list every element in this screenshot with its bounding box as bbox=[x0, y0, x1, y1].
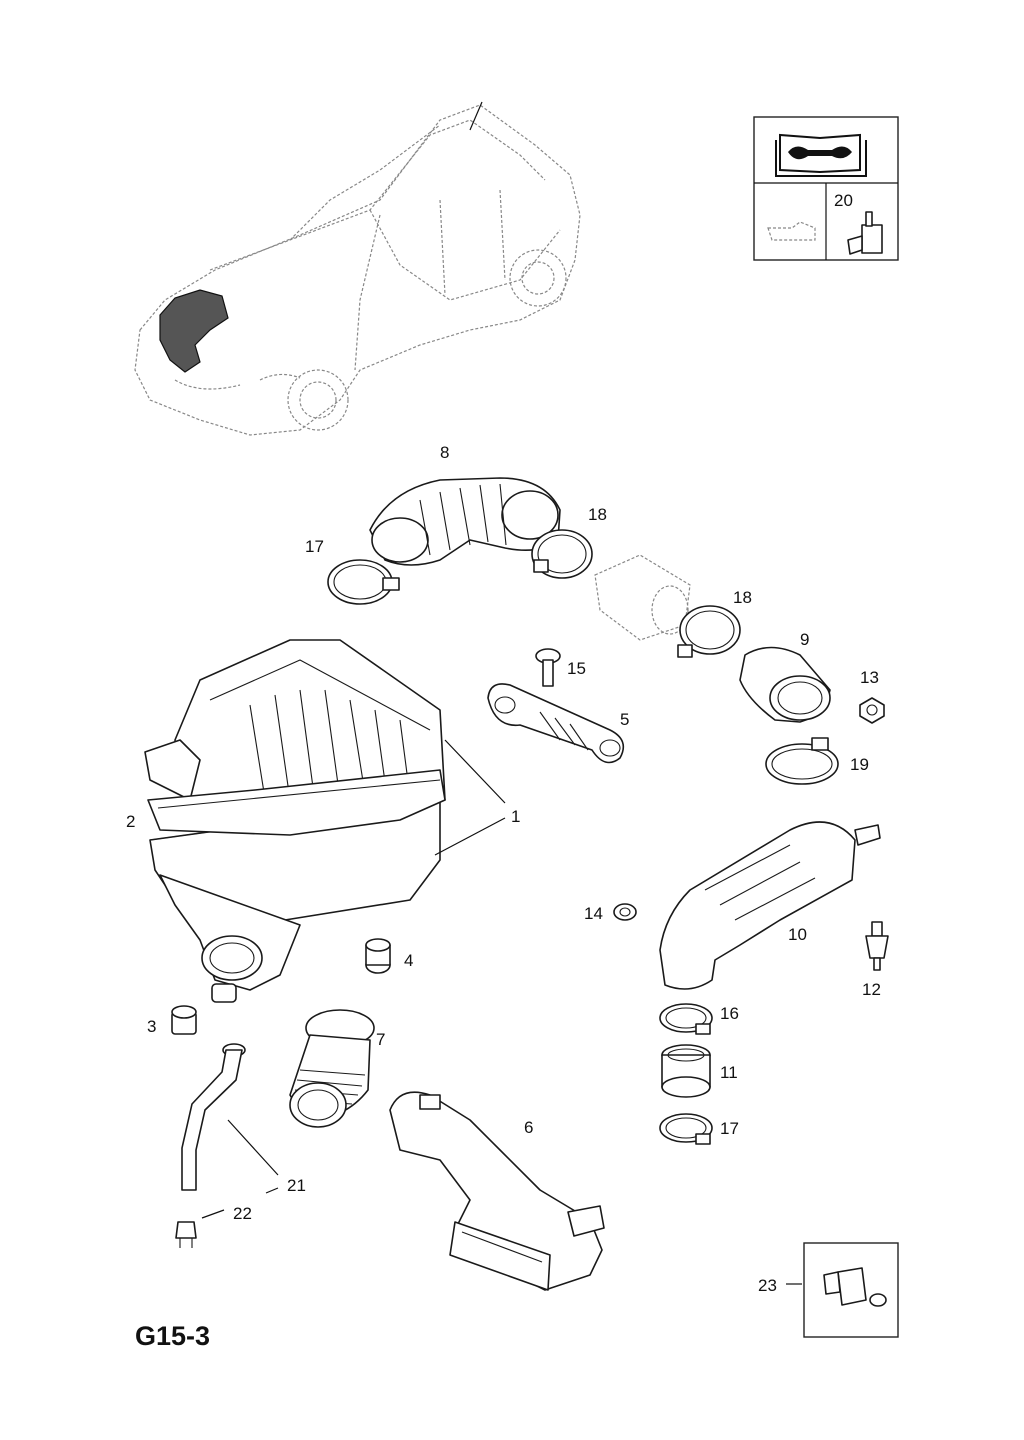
label-part-10: 10 bbox=[788, 925, 807, 944]
part-18-clamp-lower bbox=[677, 605, 741, 658]
diagram-code: G15-3 bbox=[135, 1321, 210, 1351]
part-10-duct bbox=[659, 821, 881, 990]
part-7-hose bbox=[289, 1009, 375, 1128]
label-part-6: 6 bbox=[524, 1118, 533, 1137]
part-11-sleeve bbox=[661, 1044, 711, 1098]
label-part-8: 8 bbox=[440, 443, 449, 462]
part-labels: 8 17 18 18 9 15 13 5 19 1 2 14 10 4 12 1… bbox=[126, 443, 881, 1295]
label-part-21: 21 bbox=[287, 1176, 306, 1195]
label-part-3: 3 bbox=[147, 1017, 156, 1036]
label-part-18-lower: 18 bbox=[733, 588, 752, 607]
part-4-grommet bbox=[365, 938, 391, 974]
part-6-intake-snorkel bbox=[389, 1091, 605, 1291]
part-5-bracket bbox=[487, 683, 625, 764]
sensor-part-icon bbox=[847, 211, 883, 255]
part-15-bolt bbox=[535, 648, 561, 687]
part-13-nut bbox=[859, 697, 885, 724]
icon-box-part-label: 20 bbox=[834, 191, 853, 210]
hatchback-car-icon bbox=[134, 101, 581, 436]
leader-lines bbox=[201, 739, 506, 1219]
label-part-16: 16 bbox=[720, 1004, 739, 1023]
part-21-breather-hose bbox=[181, 1043, 246, 1191]
icon-box: 20 bbox=[753, 116, 899, 261]
label-part-22: 22 bbox=[233, 1204, 252, 1223]
mass-air-flow-sensor bbox=[594, 554, 691, 641]
label-part-15: 15 bbox=[567, 659, 586, 678]
part-19-clamp bbox=[765, 737, 839, 785]
part-16-clamp bbox=[659, 1003, 713, 1035]
label-part-11: 11 bbox=[720, 1063, 738, 1082]
label-part-17-lower: 17 bbox=[720, 1119, 739, 1138]
label-part-5: 5 bbox=[620, 710, 629, 729]
label-part-19: 19 bbox=[850, 755, 869, 774]
part-2-filter-element bbox=[147, 769, 446, 836]
manual-book-wrench-icon bbox=[775, 133, 867, 177]
part-3-grommet bbox=[171, 1005, 197, 1035]
part-17-clamp-lower bbox=[659, 1113, 713, 1145]
label-part-4: 4 bbox=[404, 951, 413, 970]
part-17-clamp-upper bbox=[327, 559, 400, 605]
label-part-23: 23 bbox=[758, 1276, 777, 1295]
clip-icon bbox=[823, 1267, 887, 1307]
label-part-7: 7 bbox=[376, 1030, 385, 1049]
part-18-clamp-upper bbox=[531, 529, 593, 579]
part-8-intake-hose bbox=[369, 477, 561, 566]
label-part-18-upper: 18 bbox=[588, 505, 607, 524]
label-part-9: 9 bbox=[800, 630, 809, 649]
part-22-clip bbox=[175, 1221, 197, 1248]
detail-box-23 bbox=[786, 1242, 899, 1338]
oil-can-icon bbox=[767, 221, 816, 241]
label-part-1: 1 bbox=[511, 807, 520, 826]
part-12-sensor bbox=[865, 921, 889, 971]
label-part-17-upper: 17 bbox=[305, 537, 324, 556]
part-14-clip bbox=[613, 903, 637, 921]
label-part-14: 14 bbox=[584, 904, 603, 923]
label-part-2: 2 bbox=[126, 812, 135, 831]
label-part-13: 13 bbox=[860, 668, 879, 687]
label-part-12: 12 bbox=[862, 980, 881, 999]
part-9-elbow bbox=[739, 646, 831, 723]
